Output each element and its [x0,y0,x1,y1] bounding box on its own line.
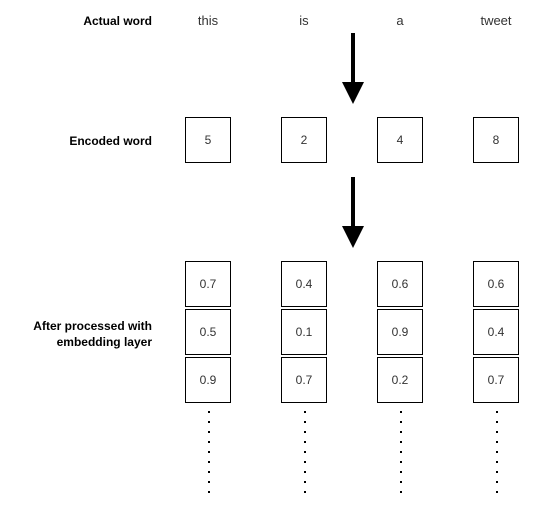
embedding-cell: 0.5 [185,309,231,355]
embedding-cell: 0.4 [281,261,327,307]
embedding-cell: 0.2 [377,357,423,403]
embedding-cell: 0.7 [185,261,231,307]
embedding-cell: 0.4 [473,309,519,355]
embedding-cell: 0.9 [185,357,231,403]
embedding-label: After processed with embedding layer [5,318,152,350]
encoded-box-is: 2 [281,117,327,163]
word-a: a [396,13,404,28]
encoded-box-tweet: 8 [473,117,519,163]
embedding-cell: 0.7 [473,357,519,403]
embedding-cell: 0.9 [377,309,423,355]
embedding-cell: 0.7 [281,357,327,403]
encoded-box-a: 4 [377,117,423,163]
word-is: is [299,13,309,28]
arrow-down-icon [342,177,364,248]
embedding-label-line2: embedding layer [56,335,152,349]
word-tweet: tweet [480,13,512,28]
actual-word-label: Actual word [83,14,152,28]
embedding-cell: 0.1 [281,309,327,355]
embedding-label-line1: After processed with [33,319,152,333]
arrow-down-icon [342,33,364,104]
encoded-box-this: 5 [185,117,231,163]
word-this: this [197,13,219,28]
encoded-word-label: Encoded word [69,134,152,148]
embedding-cell: 0.6 [473,261,519,307]
embedding-cell: 0.6 [377,261,423,307]
